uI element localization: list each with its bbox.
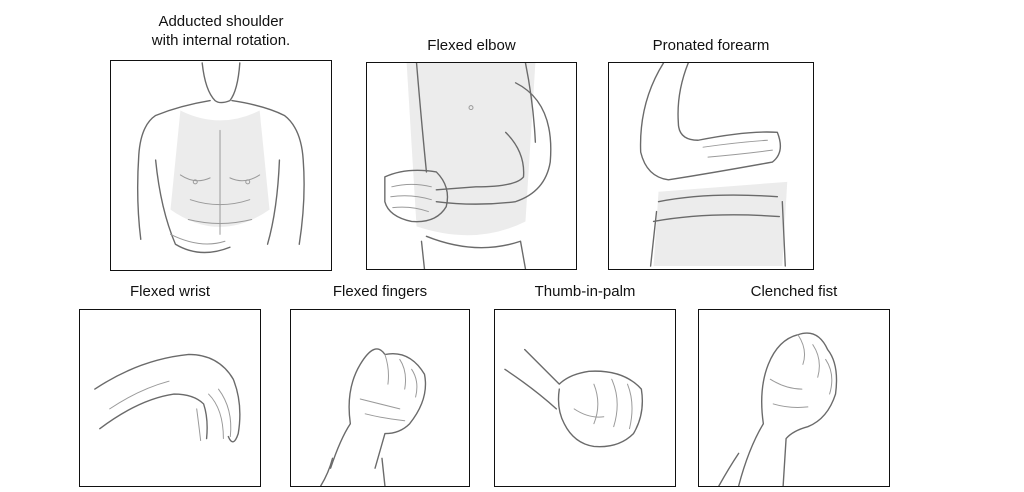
thumb-palm-illustration	[504, 348, 644, 448]
illustration-frame	[290, 309, 470, 487]
panel-pronated-forearm: Pronated forearm	[608, 36, 814, 270]
caption-line: Adducted shoulder	[158, 13, 284, 30]
torso-illustration	[136, 62, 305, 254]
panel-caption: Flexed elbow	[427, 37, 516, 54]
illustration-frame	[698, 309, 890, 487]
illustration-frame	[608, 62, 814, 270]
panel-flexed-elbow: Flexed elbow	[366, 36, 577, 270]
panel-caption: Adducted shoulder with internal rotation…	[110, 12, 332, 50]
panel-caption: Thumb-in-palm	[534, 283, 636, 300]
panel-flexed-wrist: Flexed wrist	[79, 282, 261, 487]
panel-caption: Pronated forearm	[652, 37, 770, 54]
panel-caption: Clenched fist	[750, 283, 838, 300]
illustration-frame	[494, 309, 676, 487]
panel-thumb-in-palm: Thumb-in-palm	[494, 282, 676, 487]
panel-flexed-fingers: Flexed fingers	[290, 282, 470, 487]
panel-adducted-shoulder: Adducted shoulder with internal rotation…	[110, 8, 332, 271]
illustration-frame	[79, 309, 261, 487]
panel-caption: Flexed wrist	[129, 283, 211, 300]
caption-line: with internal rotation.	[151, 32, 291, 49]
elbow-illustration	[384, 63, 552, 269]
fist-illustration	[718, 332, 838, 486]
forearm-illustration	[639, 63, 788, 267]
illustration-frame	[110, 60, 332, 271]
fingers-illustration	[319, 348, 427, 486]
wrist-illustration	[94, 353, 241, 443]
panel-clenched-fist: Clenched fist	[698, 282, 890, 487]
illustration-frame	[366, 62, 577, 270]
panel-caption: Flexed fingers	[332, 283, 428, 300]
